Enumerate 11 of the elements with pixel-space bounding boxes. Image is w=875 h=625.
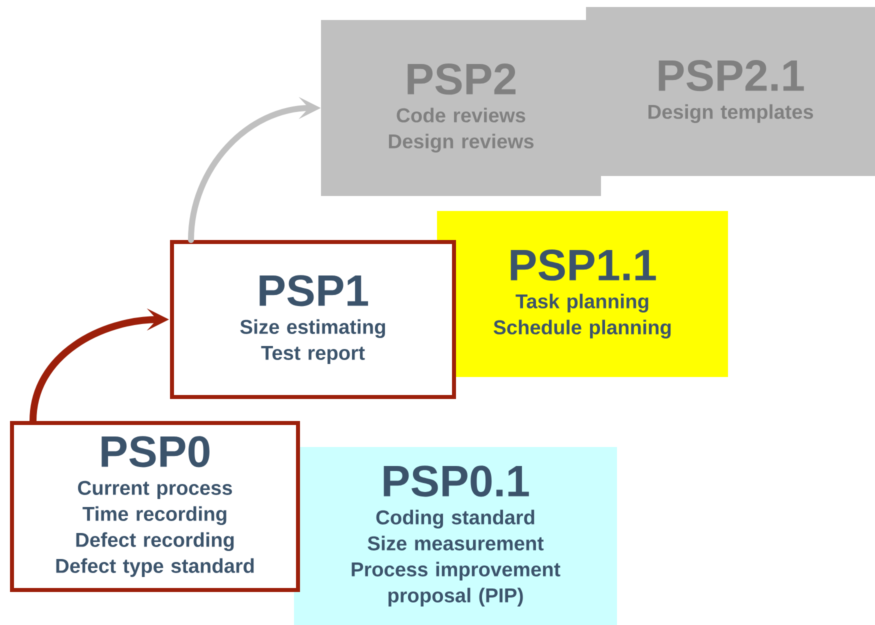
level-box: PSP2 Code reviews Design reviews [321,20,601,196]
level-box: PSP0 Current process Time recording Defect recording Defect type standard [10,421,300,592]
level-box: PSP2.1 Design templates [586,7,875,176]
level-box: PSP0.1 Coding standard Size measurement Process improvement proposal (PIP) [294,447,617,625]
level-box: PSP1.1 Task planning Schedule planning [437,211,728,377]
node-label: PSP2 [408,64,516,95]
node-label: Design templates [648,104,814,123]
node-label: PSP2.1 [658,60,804,92]
node-label: Code reviews [396,108,526,122]
level-box: PSP1 Size estimating Test report [170,240,456,399]
node-label: Design reviews [388,134,534,152]
